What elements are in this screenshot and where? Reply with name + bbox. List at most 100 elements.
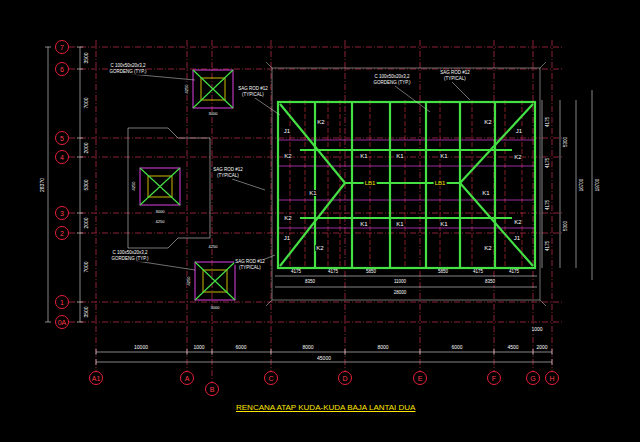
dimension-text: GORDENG (TYP.) bbox=[111, 257, 150, 262]
dimension-text: 4500 bbox=[506, 345, 519, 350]
dimension-text: SAG ROD #12 bbox=[212, 168, 244, 173]
dimension-text: SAG ROD #12 bbox=[234, 260, 266, 265]
dimension-text: 7000 bbox=[84, 96, 89, 109]
grid-label: C bbox=[268, 375, 273, 382]
dimension-text: 3000 bbox=[155, 210, 166, 214]
dimension-text: K1 bbox=[439, 221, 448, 227]
dimension-text: 45000 bbox=[316, 356, 332, 361]
grid-label: 4 bbox=[60, 154, 64, 161]
grid-bubble: 4 bbox=[55, 150, 69, 164]
dimension-text: 3000 bbox=[208, 112, 219, 116]
grid-bubble: H bbox=[545, 371, 559, 385]
grid-label: 5 bbox=[60, 135, 64, 142]
grid-bubble: 1 bbox=[55, 295, 69, 309]
dimension-text: 3500 bbox=[84, 51, 89, 64]
grid-label: 6 bbox=[60, 66, 64, 73]
dimension-text: C 100x50x20x3,2 bbox=[373, 75, 410, 80]
grid-label: 2 bbox=[60, 230, 64, 237]
dimension-text: 6000 bbox=[450, 345, 463, 350]
dimension-text: K1 bbox=[359, 221, 368, 227]
dimension-text: 4250 bbox=[187, 276, 191, 287]
dimension-text: K2 bbox=[513, 219, 522, 225]
dimension-text: 3000 bbox=[210, 306, 221, 310]
grid-label: G bbox=[530, 375, 535, 382]
dimension-text: 5300 bbox=[84, 178, 89, 191]
grid-bubble: 2 bbox=[55, 226, 69, 240]
grid-label: 7 bbox=[60, 44, 64, 51]
dimension-text: 16700 bbox=[580, 178, 585, 193]
grid-bubble: 0A bbox=[55, 315, 69, 329]
grid-bubble: C bbox=[264, 371, 278, 385]
dimension-text: (TYPICAL) bbox=[443, 77, 467, 82]
dimension-text: K2 bbox=[283, 215, 292, 221]
dimension-text: J1 bbox=[513, 235, 521, 241]
dimension-text: 3500 bbox=[84, 305, 89, 318]
grid-label: B bbox=[210, 386, 215, 393]
dimension-text: J1 bbox=[283, 128, 291, 134]
dimension-text: GORDENG (TYP.) bbox=[373, 81, 412, 86]
dimension-text: K1 bbox=[359, 153, 368, 159]
dimension-text: 5300 bbox=[564, 220, 569, 232]
dimension-text: (TYPICAL) bbox=[216, 174, 240, 179]
dimension-text: 8000 bbox=[376, 345, 389, 350]
dimension-text: SAG ROD #12 bbox=[439, 71, 471, 76]
grid-label: 1 bbox=[60, 299, 64, 306]
grid-bubble: G bbox=[526, 371, 540, 385]
dimension-text: K2 bbox=[483, 119, 492, 125]
grid-bubble: F bbox=[487, 371, 501, 385]
grid-label: E bbox=[418, 375, 423, 382]
dimension-text: K1 bbox=[395, 221, 404, 227]
dimension-text: 1000 bbox=[192, 345, 205, 350]
dimension-text: 28000 bbox=[393, 291, 408, 296]
dimension-text: 4175 bbox=[290, 270, 302, 275]
grid-bubble: B bbox=[205, 382, 219, 396]
dimension-text: 5300 bbox=[564, 136, 569, 148]
dimension-text: 19700 bbox=[596, 178, 601, 193]
grid-bubble: 5 bbox=[55, 131, 69, 145]
dimension-text: 4250 bbox=[132, 181, 136, 192]
dimension-text: K2 bbox=[483, 245, 492, 251]
grid-label: 0A bbox=[58, 319, 67, 326]
beam-mark: LB1 bbox=[434, 180, 447, 186]
drawing-title: RENCANA ATAP KUDA-KUDA BAJA LANTAI DUA bbox=[236, 404, 415, 412]
dimension-text: K2 bbox=[283, 153, 292, 159]
dimension-text: 5850 bbox=[365, 270, 377, 275]
dimension-text: 4175 bbox=[327, 270, 339, 275]
dimension-text: 2000 bbox=[535, 345, 548, 350]
dimension-text: 28370 bbox=[40, 177, 45, 193]
grid-bubble: 6 bbox=[55, 62, 69, 76]
dimension-text: 7000 bbox=[84, 260, 89, 273]
dimension-text: 4175 bbox=[546, 240, 551, 252]
dimension-text: 4175 bbox=[472, 270, 484, 275]
dimension-text: 4175 bbox=[546, 116, 551, 128]
grid-bubble: D bbox=[338, 371, 352, 385]
dimension-text: K1 bbox=[395, 153, 404, 159]
dimension-text: (TYPICAL) bbox=[238, 266, 262, 271]
dimension-text: K2 bbox=[316, 119, 325, 125]
dimension-text: K1 bbox=[308, 190, 317, 196]
grid-bubble: E bbox=[413, 371, 427, 385]
dimension-text: K2 bbox=[315, 245, 324, 251]
grid-bubble: 3 bbox=[55, 206, 69, 220]
dimension-text: 8350 bbox=[484, 280, 496, 285]
dimension-text: (TYPICAL) bbox=[241, 93, 265, 98]
dimension-text: 2000 bbox=[84, 216, 89, 229]
dimension-text: GORDENG (TYP.) bbox=[109, 70, 148, 75]
grid-label: A bbox=[185, 375, 190, 382]
dimension-text: 4250 bbox=[155, 220, 166, 224]
dimension-text: J1 bbox=[515, 128, 523, 134]
dimension-text: 4175 bbox=[508, 270, 520, 275]
dimension-text: 5850 bbox=[437, 270, 449, 275]
grid-bubble: A1 bbox=[89, 371, 103, 385]
dimension-text: 4175 bbox=[546, 157, 551, 169]
grid-label: 3 bbox=[60, 210, 64, 217]
dimension-text: 8000 bbox=[301, 345, 314, 350]
dimension-text: K1 bbox=[481, 190, 490, 196]
dimension-text: 1000 bbox=[530, 327, 543, 332]
dimension-text: 2000 bbox=[84, 141, 89, 154]
dimension-text: K1 bbox=[439, 153, 448, 159]
dimension-text: 10000 bbox=[133, 345, 149, 350]
grid-label: H bbox=[549, 375, 554, 382]
dimension-text: 11000 bbox=[393, 280, 407, 285]
